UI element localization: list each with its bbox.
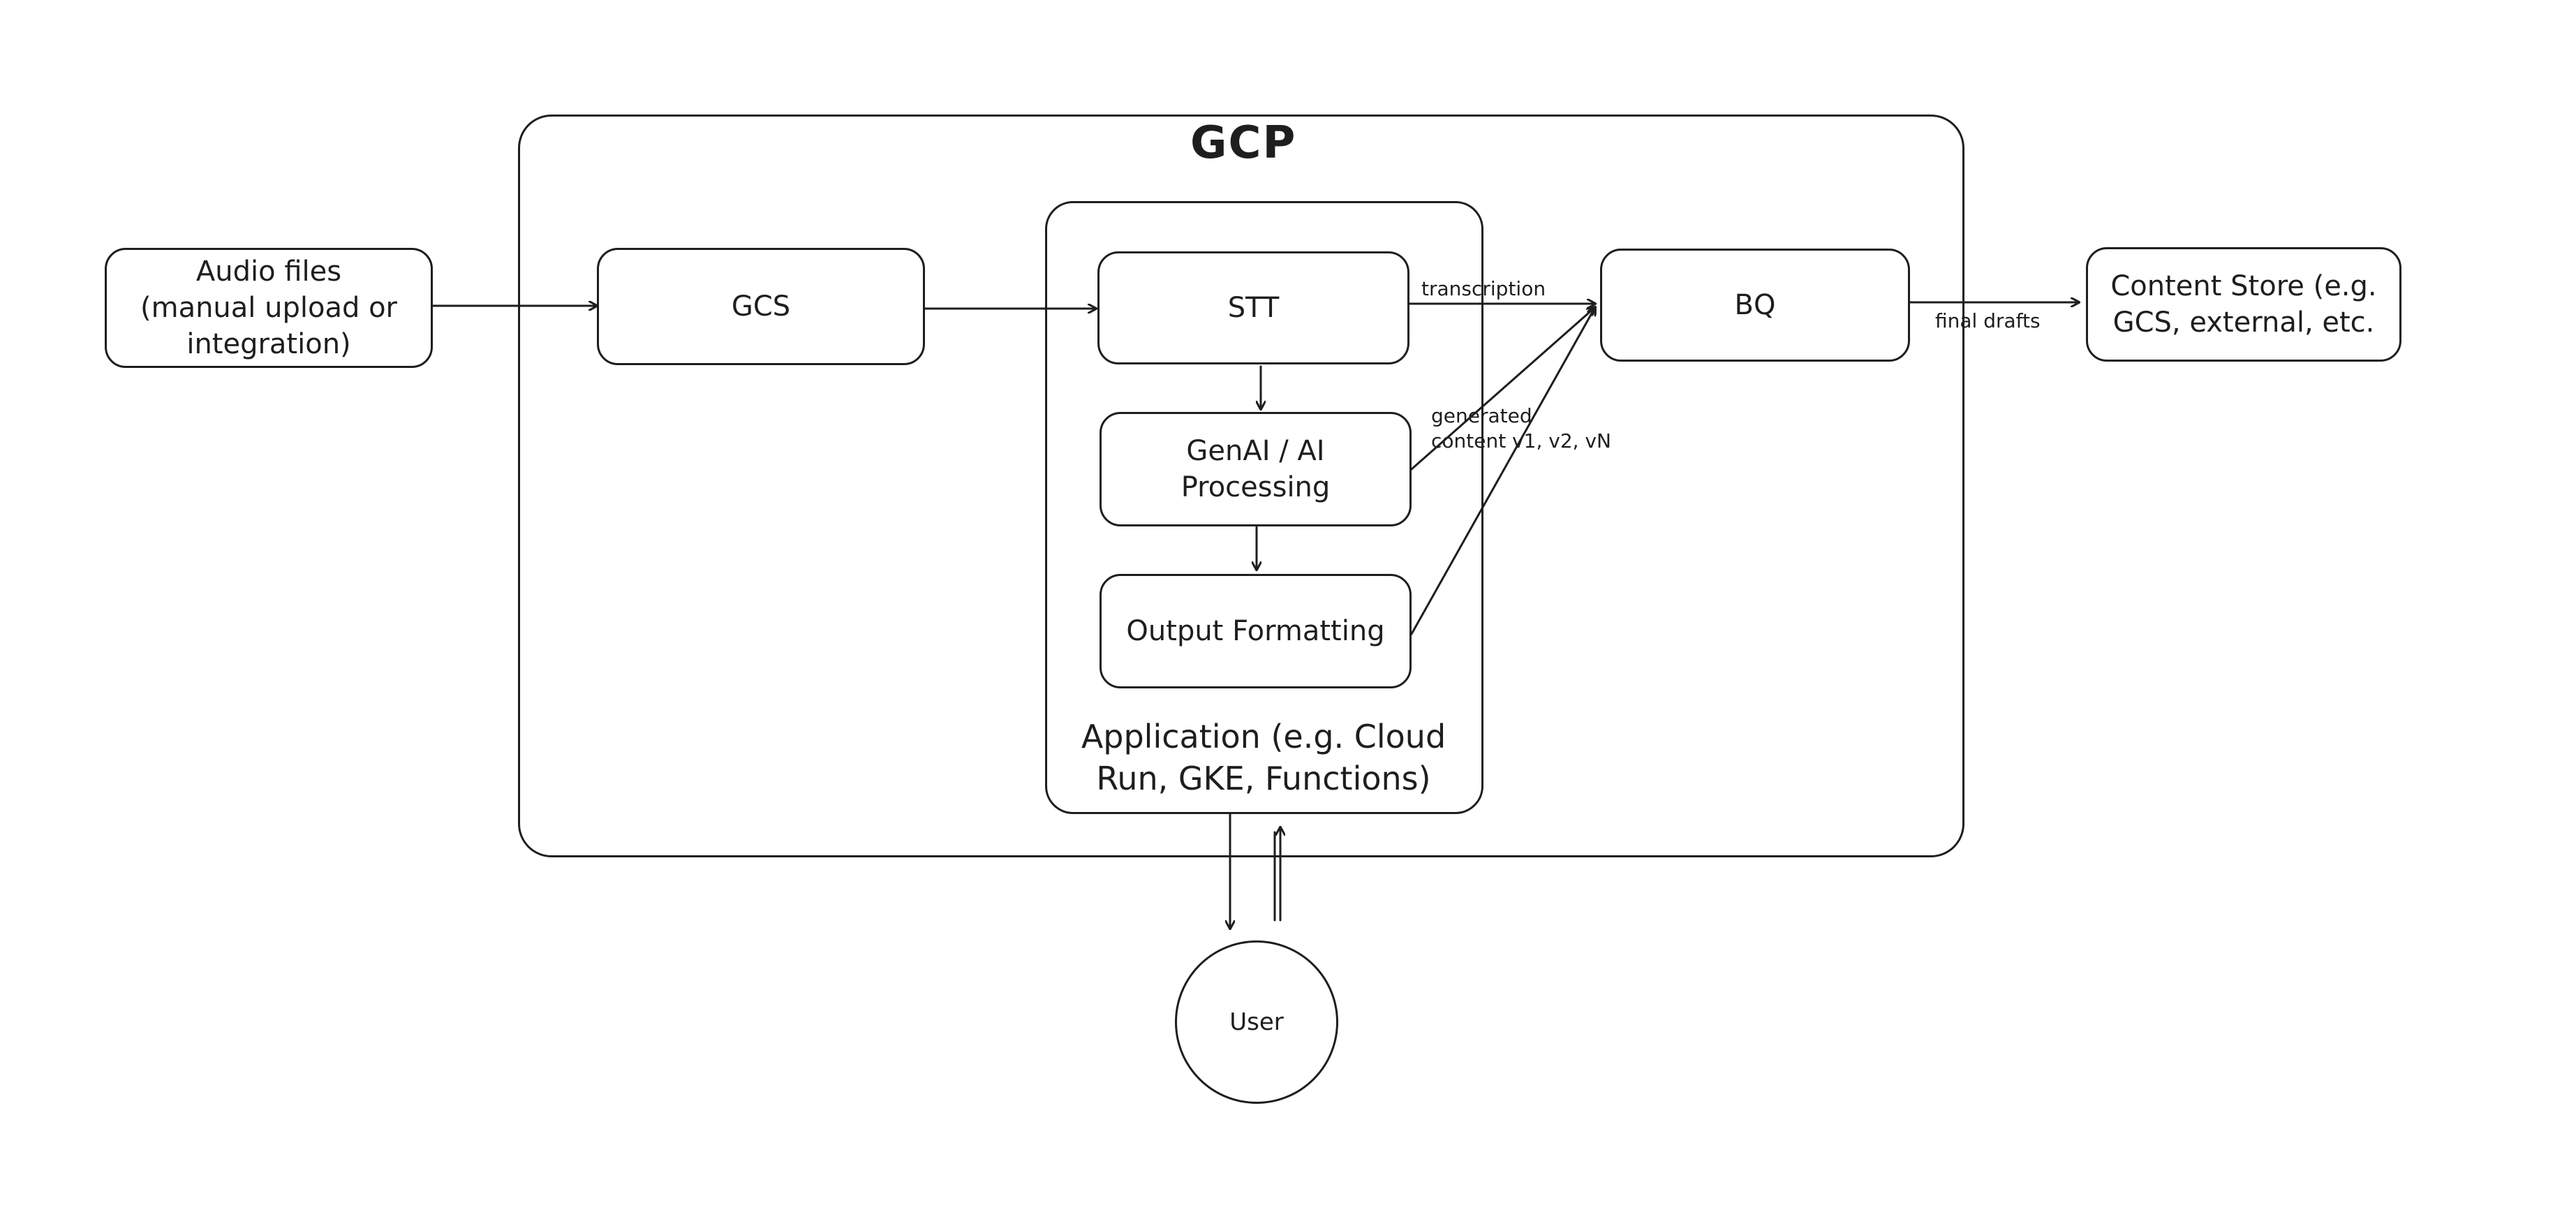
content-store-node: Content Store (e.g. GCS, external, etc. (2086, 247, 2401, 362)
generated-line1: generated (1431, 404, 1532, 427)
genai-line2: Processing (1180, 471, 1331, 503)
gcp-region (518, 115, 1964, 857)
audio-files-line3: integration) (186, 328, 351, 360)
transcription-label: transcription (1421, 277, 1546, 300)
audio-files-line1: Audio files (195, 256, 342, 288)
genai-processing-node: GenAI / AI Processing (1100, 412, 1412, 526)
application-caption-line2: Run, GKE, Functions) (1096, 760, 1431, 797)
output-formatting-node: Output Formatting (1100, 574, 1412, 688)
gcs-node: GCS (597, 248, 925, 365)
arrow-output-to-bq (1410, 307, 1595, 635)
content-store-line2: GCS, external, etc. (2112, 306, 2375, 339)
user-node: User (1175, 940, 1338, 1104)
arrow-genai-to-bq (1410, 307, 1595, 471)
bq-node: BQ (1600, 249, 1910, 362)
audio-files-line2: (manual upload or (140, 292, 397, 324)
generated-line2: content v1, v2, vN (1431, 429, 1611, 452)
stt-node: STT (1097, 251, 1409, 364)
content-store-line1: Content Store (e.g. (2110, 270, 2377, 302)
application-caption-line1: Application (e.g. Cloud (1081, 718, 1446, 755)
application-caption: Application (e.g. Cloud Run, GKE, Functi… (1054, 716, 1473, 799)
final-drafts-label: final drafts (1935, 309, 2041, 332)
gcp-title: GCP (1190, 117, 1297, 169)
application-region (1045, 201, 1483, 814)
genai-line1: GenAI / AI (1186, 435, 1325, 467)
generated-content-label: generated content v1, v2, vN (1431, 404, 1611, 454)
audio-files-node: Audio files (manual upload or integratio… (105, 248, 433, 368)
